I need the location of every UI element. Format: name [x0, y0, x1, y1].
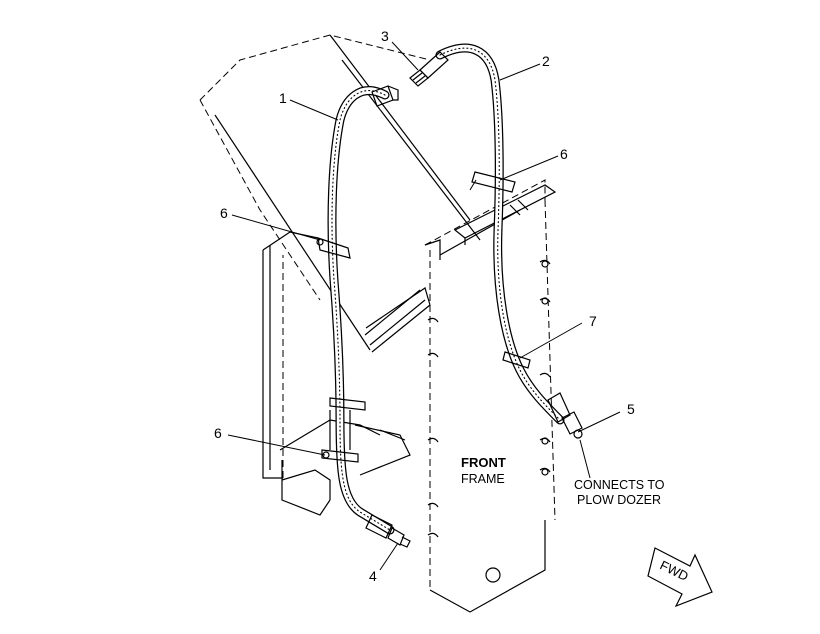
callout-2: 2: [542, 53, 550, 69]
callout-3: 3: [381, 28, 389, 44]
callout-6-lower-left: 6: [214, 425, 222, 441]
front-frame-label-line1: FRONT: [461, 455, 506, 470]
connects-to-label-line2: PLOW DOZER: [577, 493, 661, 507]
hose-1-top-fitting: [371, 85, 399, 107]
callout-labels: 1 2 3 4 5 6 6 6 7: [214, 28, 635, 584]
captions: FRONT FRAME CONNECTS TO PLOW DOZER: [461, 455, 665, 507]
callout-5: 5: [627, 401, 635, 417]
leader-lines: [227, 41, 621, 571]
hose-2: [435, 43, 565, 425]
front-frame-label-line2: FRAME: [461, 472, 505, 486]
hose-1: [327, 86, 395, 535]
fitting-4: [365, 514, 411, 548]
fwd-arrow: FWD: [647, 547, 713, 608]
fitting-5: [547, 392, 583, 439]
callout-6-upper-left: 6: [220, 205, 228, 221]
callout-6-upper-right: 6: [560, 146, 568, 162]
left-frame-member: [262, 231, 411, 516]
upper-cross-bracket: [453, 184, 557, 245]
fwd-arrow-label: FWD: [658, 558, 691, 584]
front-frame-plate: [424, 179, 556, 613]
callout-1: 1: [279, 90, 287, 106]
fitting-3-elbow: [409, 51, 449, 87]
connects-to-label-line1: CONNECTS TO: [574, 478, 665, 492]
callout-4: 4: [369, 568, 377, 584]
callout-7: 7: [589, 313, 597, 329]
